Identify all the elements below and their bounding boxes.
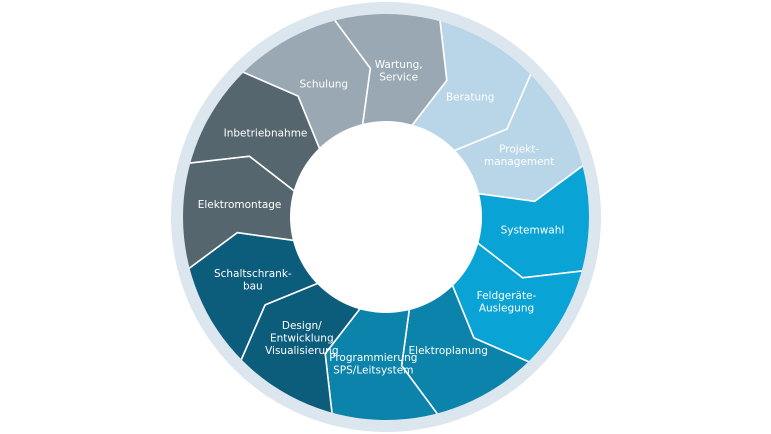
- labels-group: BeratungProjekt-managementSystemwahlFeld…: [198, 59, 565, 376]
- label-line: Service: [379, 72, 418, 84]
- label-line: management: [484, 156, 554, 168]
- label-line: Design/: [282, 320, 322, 332]
- label-line: Beratung: [446, 91, 495, 103]
- label-line: Programmierung: [329, 352, 417, 364]
- label-line: Elektromontage: [198, 199, 282, 211]
- label-line: Entwicklung: [270, 332, 334, 344]
- label-line: Projekt-: [499, 143, 539, 155]
- segments-group: [183, 14, 589, 420]
- label-schulung: Schulung: [299, 79, 348, 91]
- label-line: Schulung: [299, 79, 348, 91]
- label-line: Inbetriebnahme: [224, 128, 308, 140]
- label-wartung-service: Wartung,Service: [375, 59, 423, 84]
- label-line: bau: [243, 280, 263, 292]
- label-beratung: Beratung: [446, 91, 495, 103]
- label-elektromontage: Elektromontage: [198, 199, 282, 211]
- label-systemwahl: Systemwahl: [501, 224, 565, 236]
- center-hole: [290, 121, 482, 313]
- label-line: Visualisierung: [265, 345, 338, 357]
- label-line: Systemwahl: [501, 224, 565, 236]
- label-projektmanagement: Projekt-management: [484, 143, 554, 168]
- label-line: Wartung,: [375, 59, 423, 71]
- label-line: Schaltschrank-: [214, 268, 292, 280]
- label-line: Auslegung: [479, 302, 534, 314]
- label-elektroplanung: Elektroplanung: [409, 345, 488, 357]
- label-schaltschrankbau: Schaltschrank-bau: [214, 268, 292, 293]
- label-line: Feldgeräte-: [477, 290, 537, 302]
- label-line: Elektroplanung: [409, 345, 488, 357]
- label-feldgeraete-auslegung: Feldgeräte-Auslegung: [477, 290, 537, 315]
- label-inbetriebnahme: Inbetriebnahme: [224, 128, 308, 140]
- label-line: SPS/Leitsystem: [333, 365, 413, 377]
